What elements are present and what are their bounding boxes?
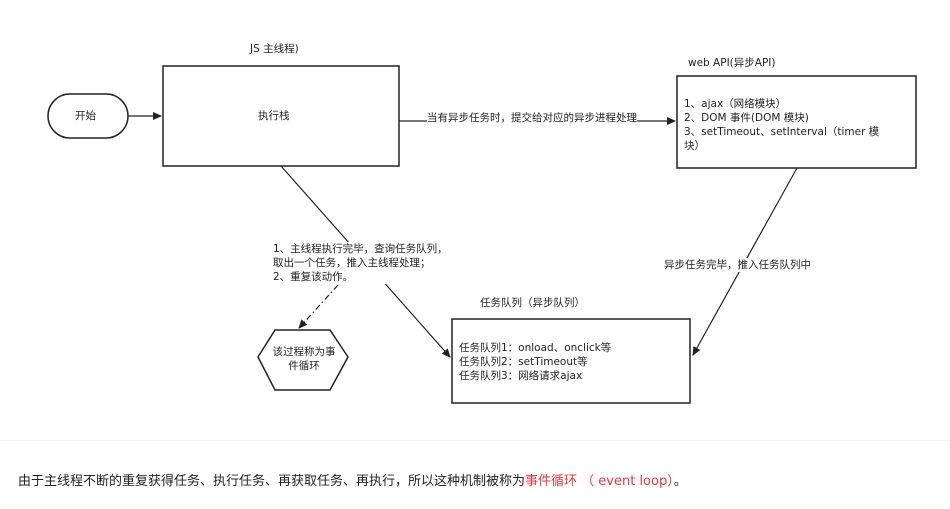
- arrow-to-event-loop: [298, 284, 339, 329]
- diagram-svg: [47, 65, 917, 404]
- task-queue-line: 任务队列2：setTimeout等: [459, 356, 588, 368]
- loop-note-line: 取出一个任务，推入主线程处理；: [273, 257, 431, 269]
- diagram-canvas: JS 主线程) 开始 执行栈 当有异步任务时，提交给对应的异步进程处理 web …: [47, 43, 917, 404]
- exec-stack-label: 执行栈: [258, 110, 290, 122]
- task-queue-box: [451, 318, 691, 404]
- exec-stack-box: [162, 65, 400, 167]
- main-thread-title: JS 主线程): [250, 43, 299, 55]
- task-queue-line: 任务队列1：onload、onclick等: [459, 342, 612, 354]
- loop-note-line: 2、重复该动作。: [273, 271, 354, 283]
- web-api-line: 1、ajax（网络模块）: [684, 98, 787, 110]
- caption: 由于主线程不断的重复获得任务、执行任务、再获取任务、再执行，所以这种机制被称为事…: [18, 470, 687, 489]
- web-api-title: web API(异步API): [688, 57, 776, 69]
- task-queue-content: 任务队列1：onload、onclick等 任务队列2：setTimeout等 …: [459, 341, 611, 383]
- web-api-line: 3、setTimeout、setInterval（timer 模: [684, 126, 880, 138]
- event-loop-label: 该过程称为事 件循环: [268, 345, 340, 373]
- event-loop-node: [257, 329, 349, 391]
- divider: [0, 440, 950, 441]
- async-complete-label: 异步任务完毕，推入任务队列中: [664, 258, 811, 272]
- task-queue-title: 任务队列（异步队列）: [480, 297, 585, 309]
- web-api-content: 1、ajax（网络模块） 2、DOM 事件(DOM 模块) 3、setTimeo…: [684, 97, 879, 153]
- caption-text: 由于主线程不断的重复获得任务、执行任务、再获取任务、再执行，所以这种机制被称为: [18, 474, 526, 489]
- web-api-box: [676, 75, 917, 169]
- caption-highlight: 事件循环 （ event loop）: [525, 474, 674, 489]
- task-queue-line: 任务队列3：网络请求ajax: [459, 370, 583, 382]
- loop-note-line: 1、主线程执行完毕，查询任务队列，: [273, 243, 448, 255]
- async-handoff-label: 当有异步任务时，提交给对应的异步进程处理: [427, 111, 637, 125]
- event-loop-line: 件循环: [288, 360, 320, 372]
- web-api-line: 2、DOM 事件(DOM 模块): [684, 112, 809, 124]
- start-label: 开始: [75, 110, 96, 122]
- event-loop-line: 该过程称为事: [272, 346, 336, 358]
- loop-note: 1、主线程执行完毕，查询任务队列， 取出一个任务，推入主线程处理； 2、重复该动…: [273, 242, 448, 284]
- web-api-line: 块）: [684, 140, 705, 152]
- caption-end: 。: [673, 474, 687, 489]
